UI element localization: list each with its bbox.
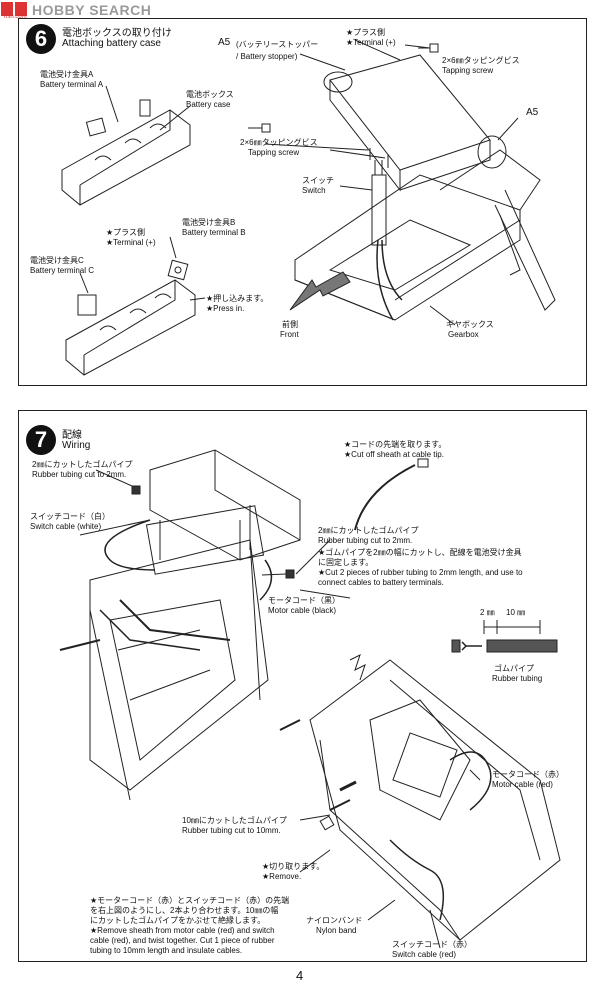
step6-panel: [18, 18, 587, 386]
watermark-logo-icon: [1, 2, 27, 16]
label-a5-right: A5: [526, 107, 539, 118]
label-terminal-a-jp: 電池受け金具A: [40, 70, 94, 79]
watermark-brand: HOBBY SEARCH: [32, 2, 152, 18]
label-switch-white-en: Switch cable (white): [30, 522, 102, 531]
label-terminal-c-en: Battery terminal C: [30, 266, 95, 275]
label-tube2b-jp: 2㎜にカットしたゴムパイプ: [318, 526, 419, 535]
label-screw2-en: Tapping screw: [248, 148, 300, 157]
step6-title-jp: 電池ボックスの取り付け: [62, 28, 172, 39]
label-a5-stopper-part: A5: [218, 37, 231, 48]
label-remove-jp: ★切り取ります。: [262, 862, 325, 871]
label-gearbox-jp: ギヤボックス: [446, 320, 494, 329]
label-cut-sheath-jp: ★コードの先端を取ります。: [344, 440, 447, 449]
label-plus2-en: ★Terminal (+): [346, 38, 396, 47]
watermark-site: hsn.com: [4, 14, 27, 20]
label-plus1-jp: ★プラス側: [106, 228, 146, 237]
label-gearbox-en: Gearbox: [448, 330, 479, 339]
label-cut2-jp1: ★ゴムパイプを2㎜の幅にカットし、配線を電池受け金具: [318, 548, 522, 557]
label-nylon-en: Nylon band: [316, 926, 357, 935]
label-switch-white-jp: スイッチコード（白）: [30, 512, 110, 521]
label-switch-en: Switch: [302, 186, 326, 195]
label-terminal-a-en: Battery terminal A: [40, 80, 104, 89]
step6-title-en: Attaching battery case: [62, 38, 161, 49]
label-cut2-jp2: に固定します。: [318, 558, 374, 567]
label-motor-red-en: Motor cable (red): [492, 780, 553, 789]
label-terminal-c-jp: 電池受け金具C: [30, 256, 84, 265]
label-screw1-en: Tapping screw: [442, 66, 494, 75]
label-tube2-en: Rubber tubing cut to 2mm.: [32, 470, 127, 479]
step6-badge: 6: [26, 24, 56, 54]
step7-title-jp: 配線: [62, 430, 82, 441]
label-dim-2mm: 2 ㎜: [480, 608, 495, 617]
label-cut-sheath-en: ★Cut off sheath at cable tip.: [344, 450, 444, 459]
label-tube2b-en: Rubber tubing cut to 2mm.: [318, 536, 413, 545]
label-case-en: Battery case: [186, 100, 231, 109]
step7-title-en: Wiring: [62, 440, 91, 451]
label-tubing-jp: ゴムパイプ: [494, 664, 534, 673]
label-screw2-jp: 2×6㎜タッピングビス: [240, 138, 318, 147]
label-stopper-en: / Battery stopper): [236, 52, 298, 61]
step7-badge: 7: [26, 425, 56, 455]
label-twist-jp1: ★モーターコード（赤）とスイッチコード（赤）の先端: [90, 896, 290, 905]
label-case-jp: 電池ボックス: [186, 90, 234, 99]
label-twist-en2: cable (red), and twist together. Cut 1 p…: [90, 936, 275, 945]
label-stopper-jp: (バッテリーストッパー: [236, 40, 319, 49]
label-tubing-en: Rubber tubing: [492, 674, 543, 683]
label-press-en: ★Press in.: [206, 304, 245, 313]
label-twist-en1: ★Remove sheath from motor cable (red) an…: [90, 926, 275, 935]
label-front-jp: 前側: [282, 320, 298, 329]
label-motor-black-jp: モータコード（黒）: [268, 596, 340, 605]
label-cut2-en1: ★Cut 2 pieces of rubber tubing to 2mm le…: [318, 568, 523, 577]
label-twist-jp3: にカットしたゴムパイプをかぶせて絶縁します。: [90, 916, 266, 925]
label-dim-10mm: 10 ㎜: [506, 608, 526, 617]
label-terminal-b-en: Battery terminal B: [182, 228, 246, 237]
label-switch-red-en: Switch cable (red): [392, 950, 457, 959]
label-tube10-en: Rubber tubing cut to 10mm.: [182, 826, 281, 835]
label-tube2-jp: 2㎜にカットしたゴムパイプ: [32, 460, 133, 469]
page-number: 4: [296, 968, 304, 983]
label-switch-jp: スイッチ: [302, 176, 334, 185]
label-nylon-jp: ナイロンバンド: [306, 916, 363, 925]
label-twist-en3: tubing to 10mm length and insulate cable…: [90, 946, 243, 955]
label-screw1-jp: 2×6㎜タッピングビス: [442, 56, 520, 65]
label-switch-red-jp: スイッチコード（赤）: [392, 940, 472, 949]
label-terminal-b-jp: 電池受け金具B: [182, 218, 236, 227]
watermark: HOBBY SEARCH hsn.com: [0, 0, 170, 22]
label-remove-en: ★Remove.: [262, 872, 302, 881]
label-plus1-en: ★Terminal (+): [106, 238, 156, 247]
label-motor-red-jp: モータコード（赤）: [492, 770, 564, 779]
label-press-jp: ★押し込みます。: [206, 294, 269, 303]
label-plus2-jp: ★プラス側: [346, 28, 386, 37]
label-twist-jp2: を右上図のようにし、2本より合わせます。10㎜の幅: [90, 906, 279, 915]
label-cut2-en2: connect cables to battery terminals.: [318, 578, 444, 587]
label-motor-black-en: Motor cable (black): [268, 606, 337, 615]
label-front-en: Front: [280, 330, 299, 339]
label-tube10-jp: 10㎜にカットしたゴムパイプ: [182, 816, 287, 825]
